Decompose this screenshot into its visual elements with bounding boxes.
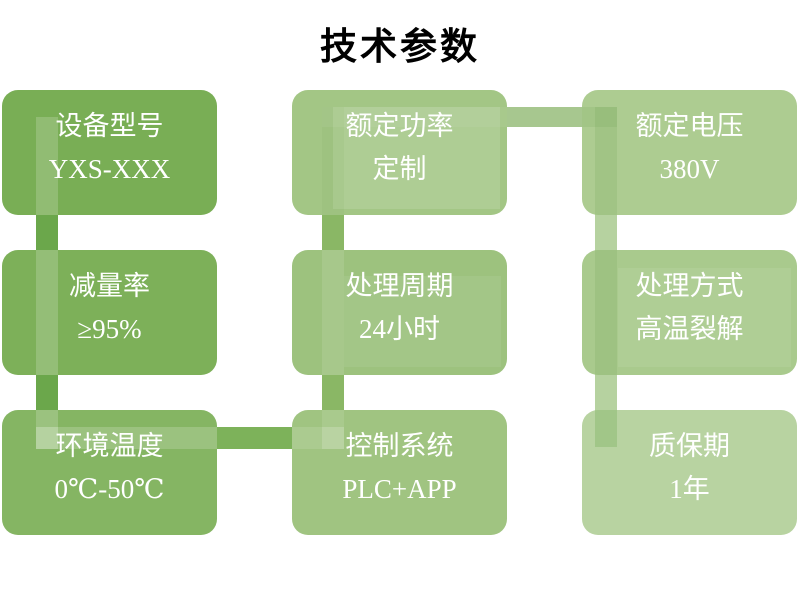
param-box-rated-voltage: 额定电压 380V: [582, 90, 797, 215]
param-label: 额定电压: [635, 111, 744, 141]
param-label: 质保期: [649, 431, 730, 461]
connector-overlay: [36, 250, 58, 375]
param-value: 1年: [669, 474, 710, 504]
connector-overlay: [36, 117, 58, 215]
connector-overlay: [595, 410, 617, 447]
param-box-control-system: 控制系统 PLC+APP: [292, 410, 507, 535]
param-value: 0℃-50℃: [54, 474, 165, 504]
connector-overlay: [292, 427, 344, 449]
slide-title: 技术参数: [320, 26, 480, 67]
connector-overlay: [36, 427, 217, 449]
param-box-processing-cycle: 处理周期 24小时: [292, 250, 507, 375]
param-value: YXS-XXX: [48, 154, 171, 184]
param-label: 设备型号: [55, 111, 164, 141]
param-value: 定制: [372, 154, 427, 184]
connector-overlay: [582, 107, 617, 127]
param-value: 高温裂解: [635, 314, 744, 344]
param-value: 24小时: [359, 314, 440, 344]
connector-turn-overlay: [322, 427, 344, 449]
param-label: 控制系统: [345, 431, 454, 461]
connector-overlay: [322, 250, 344, 375]
connector-turn-overlay: [36, 427, 58, 449]
connector-overlay: [322, 107, 507, 127]
box-highlight: [344, 276, 501, 367]
param-box-warranty: 质保期 1年: [582, 410, 797, 535]
param-box-ambient-temperature: 环境温度 0℃-50℃: [2, 410, 217, 535]
param-label: 处理周期: [345, 271, 454, 301]
box-highlight: [618, 268, 791, 367]
box-highlight: [333, 107, 500, 209]
param-label: 处理方式: [635, 271, 744, 301]
param-value: PLC+APP: [342, 474, 457, 504]
param-box-device-model: 设备型号 YXS-XXX: [2, 90, 217, 215]
param-label: 额定功率: [345, 111, 454, 141]
connector-overlay: [322, 107, 344, 215]
param-box-reduction-rate: 减量率 ≥95%: [2, 250, 217, 375]
connector-overlay: [322, 410, 344, 449]
param-label: 减量率: [69, 271, 150, 301]
param-box-rated-power: 额定功率 定制: [292, 90, 507, 215]
param-box-processing-method: 处理方式 高温裂解: [582, 250, 797, 375]
param-label: 环境温度: [55, 431, 164, 461]
connector-overlay: [595, 250, 617, 375]
connector-overlay: [595, 107, 617, 215]
connector-overlay: [36, 410, 58, 449]
param-value: 380V: [659, 154, 720, 184]
param-value: ≥95%: [77, 314, 142, 344]
